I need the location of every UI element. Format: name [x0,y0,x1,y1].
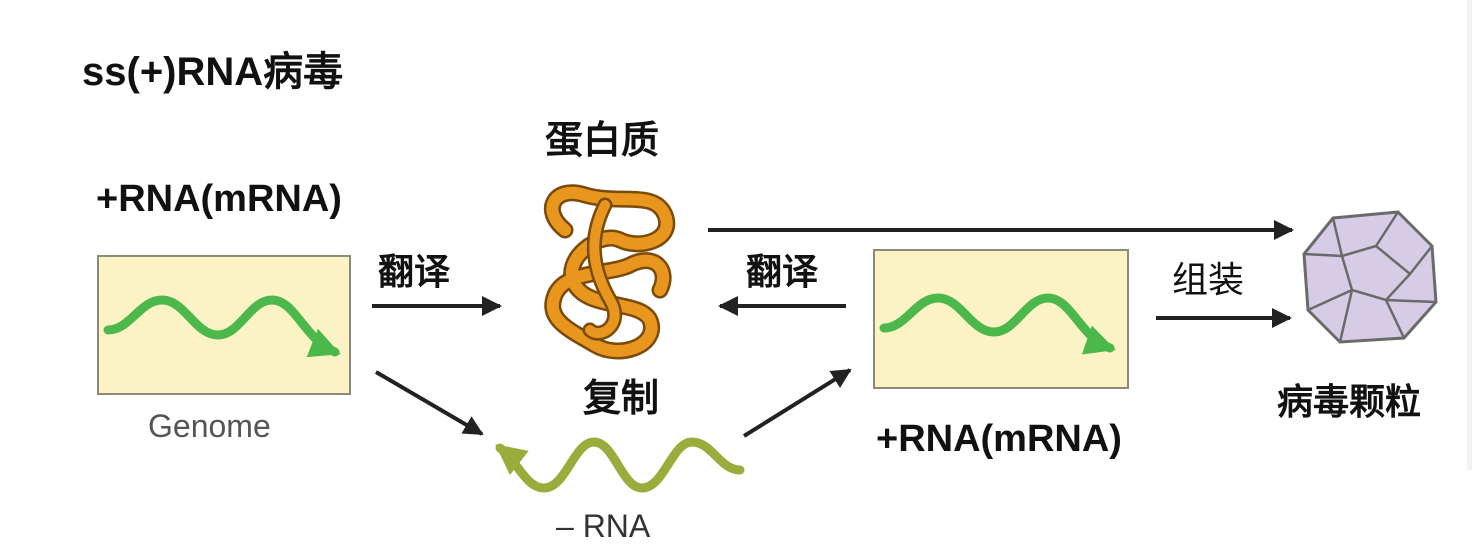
assemble-label: 组装 [1172,259,1245,300]
translate-label-right: 翻译 [746,251,819,292]
diagram-title: ss(+)RNA病毒 [82,50,344,94]
protein-label: 蛋白质 [545,120,660,162]
negative-rna-wave [495,437,745,493]
folded-protein-icon [544,184,676,360]
rna-wave-right [879,293,1116,355]
mrna-label-right: +RNA(mRNA) [876,418,1122,460]
mrna-label-left: +RNA(mRNA) [96,178,342,220]
edge-divider [1467,0,1472,470]
replicate-arrow-up [742,368,852,438]
mrna-box-right [873,249,1129,389]
virion-label: 病毒颗粒 [1277,381,1422,422]
genome-box-left [97,255,351,395]
translate-label-left: 翻译 [378,251,451,292]
genome-label: Genome [148,408,271,444]
icosahedral-capsid-icon [1302,210,1438,344]
rna-wave-left [103,295,341,358]
replicate-label: 复制 [583,378,660,420]
negative-rna-label: – RNA [556,508,651,544]
replicate-arrow-down [374,370,484,436]
